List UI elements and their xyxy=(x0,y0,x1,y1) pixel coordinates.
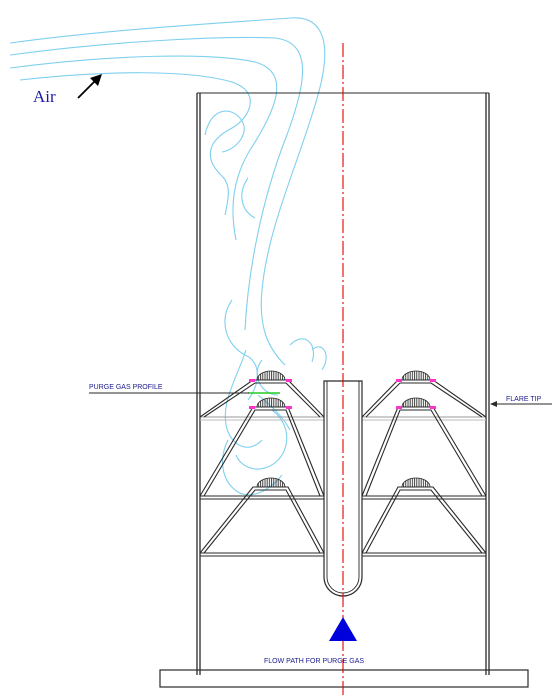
airflow-streamlines xyxy=(9,17,327,496)
purge-gas-profile-label: PURGE GAS PROFILE xyxy=(89,384,163,391)
arrow-left-icon xyxy=(490,401,552,407)
hatched-domes xyxy=(256,370,431,488)
triangle-up-icon xyxy=(329,617,357,641)
flare-tip-label: FLARE TIP xyxy=(506,396,542,403)
right-cones xyxy=(361,379,487,554)
flare-tip-shell xyxy=(196,92,490,675)
flow-path-label: FLOW PATH FOR PURGE GAS xyxy=(264,658,364,665)
base-plate xyxy=(159,669,529,688)
arrow-up-right-icon xyxy=(77,74,102,99)
seal-marks xyxy=(249,379,436,409)
air-label: Air xyxy=(33,87,56,106)
